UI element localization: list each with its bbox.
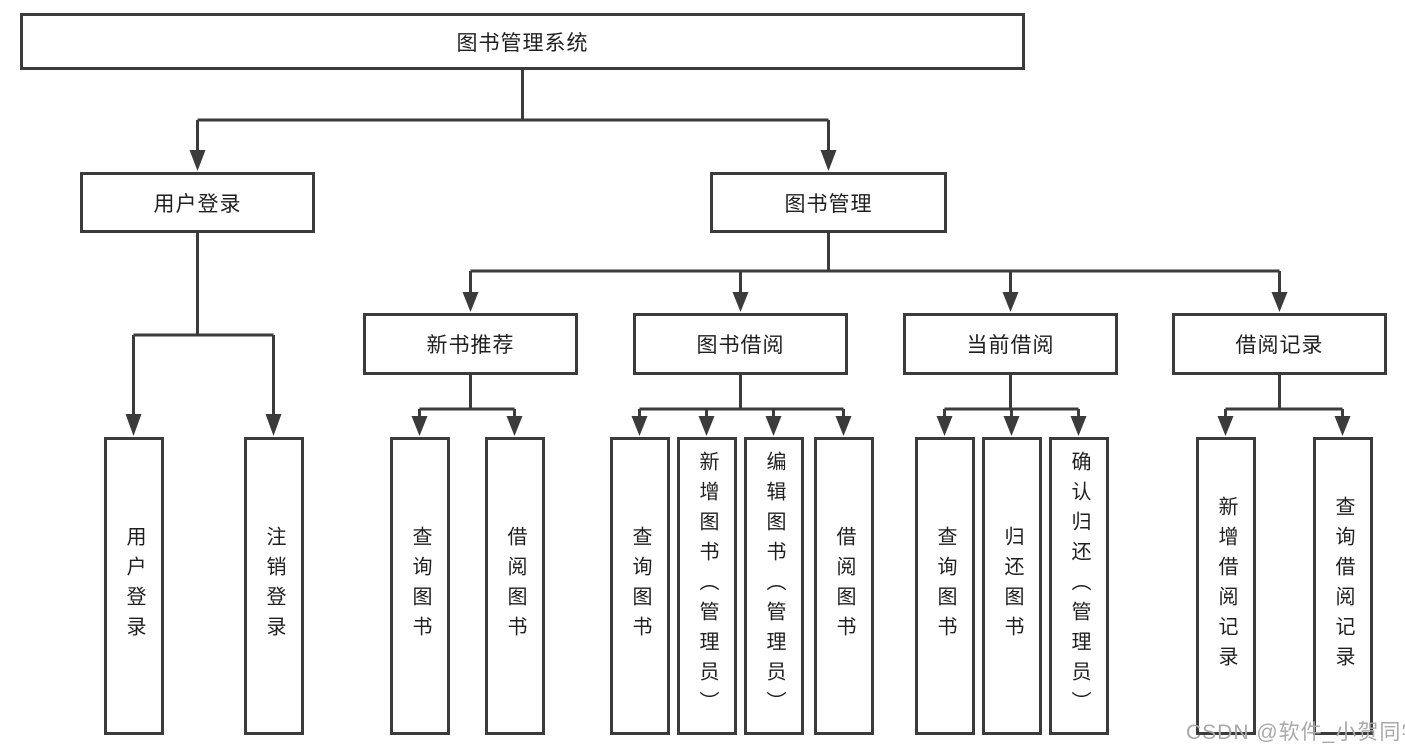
node-book-management: 图书管理 bbox=[710, 172, 947, 233]
node-label: 查询借阅记录 bbox=[1332, 496, 1354, 676]
node-current-borrowing: 当前借阅 bbox=[903, 313, 1118, 375]
leaf-search-books-borrowing: 查询图书 bbox=[610, 437, 670, 735]
node-label: 借阅图书 bbox=[833, 526, 855, 646]
node-label: 用户登录 bbox=[153, 192, 242, 216]
connector-book-borrowing-to-leaves bbox=[631, 375, 852, 436]
node-label: 图书借阅 bbox=[696, 334, 785, 357]
leaf-borrow-books-borrowing: 借阅图书 bbox=[814, 437, 874, 735]
node-label: 注销登录 bbox=[263, 526, 285, 646]
leaf-search-borrow-record: 查询借阅记录 bbox=[1313, 437, 1373, 735]
leaf-search-books-recommend: 查询图书 bbox=[390, 437, 450, 735]
node-borrowing-records: 借阅记录 bbox=[1172, 313, 1387, 375]
leaf-edit-books-admin: 编辑图书（管理员） bbox=[744, 437, 804, 735]
node-label: 新增借阅记录 bbox=[1215, 496, 1237, 676]
node-label: 归还图书 bbox=[1001, 526, 1023, 646]
connector-user-login-to-leaves bbox=[125, 233, 282, 436]
leaf-logout: 注销登录 bbox=[244, 437, 304, 735]
node-label: 确认归还（管理员） bbox=[1068, 451, 1090, 721]
node-label: 新增图书（管理员） bbox=[696, 451, 718, 721]
node-label: 图书管理系统 bbox=[456, 31, 589, 55]
node-label: 图书管理 bbox=[784, 192, 873, 216]
leaf-user-login: 用户登录 bbox=[104, 437, 164, 735]
leaf-return-books: 归还图书 bbox=[982, 437, 1042, 735]
node-label: 查询图书 bbox=[409, 526, 431, 646]
connector-new-book-to-leaves bbox=[411, 375, 523, 436]
node-label: 借阅图书 bbox=[504, 526, 526, 646]
node-label: 新书推荐 bbox=[426, 334, 515, 357]
node-label: 查询图书 bbox=[934, 526, 956, 646]
leaf-add-borrow-record: 新增借阅记录 bbox=[1196, 437, 1256, 735]
connector-borrowing-records-to-leaves bbox=[1217, 375, 1351, 436]
connector-root-to-level2 bbox=[189, 70, 837, 171]
leaf-add-books-admin: 新增图书（管理员） bbox=[677, 437, 737, 735]
node-label: 当前借阅 bbox=[966, 334, 1055, 357]
leaf-confirm-return-admin: 确认归还（管理员） bbox=[1049, 437, 1109, 735]
connector-book-management-to-level3 bbox=[462, 233, 1288, 312]
leaf-borrow-books-recommend: 借阅图书 bbox=[485, 437, 545, 735]
node-label: 编辑图书（管理员） bbox=[763, 451, 785, 721]
leaf-search-books-current: 查询图书 bbox=[915, 437, 975, 735]
node-label: 借阅记录 bbox=[1235, 334, 1324, 357]
node-user-login: 用户登录 bbox=[80, 172, 315, 233]
node-book-borrowing: 图书借阅 bbox=[633, 313, 848, 375]
watermark: CSDN @软件_小贺同学 bbox=[1186, 721, 1405, 744]
node-label: 用户登录 bbox=[123, 526, 145, 646]
connector-current-borrowing-to-leaves bbox=[936, 375, 1087, 436]
node-label: 查询图书 bbox=[629, 526, 651, 646]
node-library-management-system: 图书管理系统 bbox=[20, 13, 1025, 70]
node-new-book-recommendation: 新书推荐 bbox=[363, 313, 578, 375]
